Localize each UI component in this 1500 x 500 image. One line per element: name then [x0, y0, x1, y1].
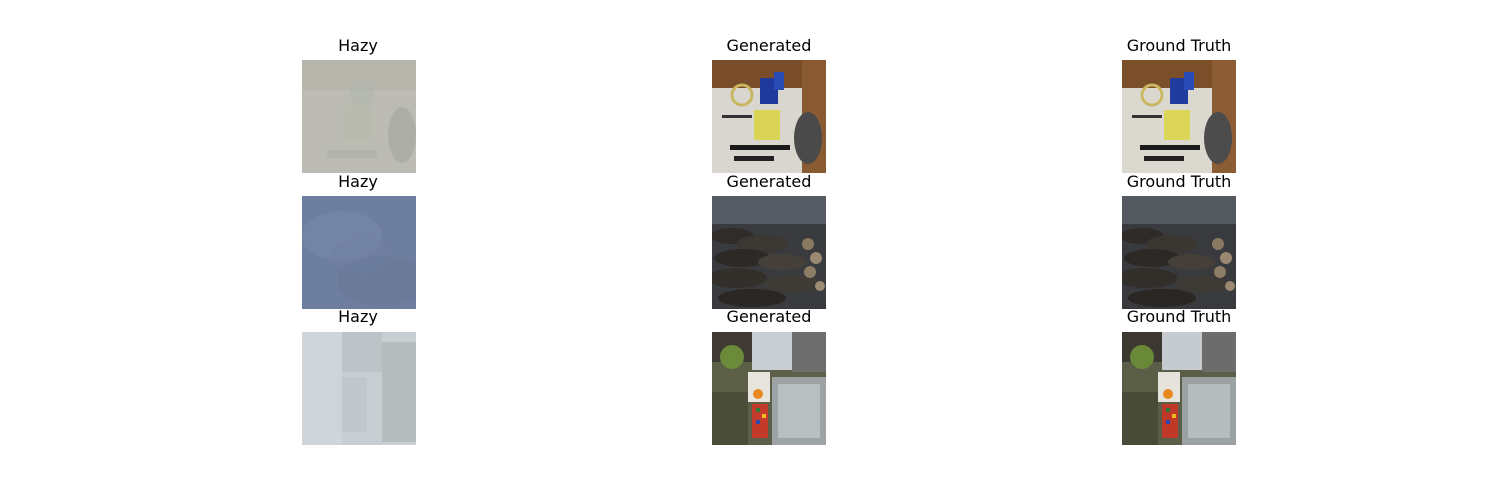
title-generated-row2: Generated [726, 172, 812, 191]
ground-truth-image-row3 [1122, 332, 1236, 445]
hazy-image-row1 [302, 60, 416, 173]
title-generated-row1: Generated [726, 36, 812, 55]
title-generated-row3: Generated [726, 307, 812, 326]
ground-truth-image-row2 [1122, 196, 1236, 309]
title-hazy-row1: Hazy [338, 36, 378, 55]
title-hazy-row3: Hazy [338, 307, 378, 326]
generated-image-row2 [712, 196, 826, 309]
generated-image-row3 [712, 332, 826, 445]
title-ground-truth-row1: Ground Truth [1126, 36, 1232, 55]
ground-truth-image-row1 [1122, 60, 1236, 173]
title-ground-truth-row2: Ground Truth [1126, 172, 1232, 191]
hazy-image-row3 [302, 332, 416, 445]
hazy-image-row2 [302, 196, 416, 309]
title-ground-truth-row3: Ground Truth [1126, 307, 1232, 326]
title-hazy-row2: Hazy [338, 172, 378, 191]
generated-image-row1 [712, 60, 826, 173]
